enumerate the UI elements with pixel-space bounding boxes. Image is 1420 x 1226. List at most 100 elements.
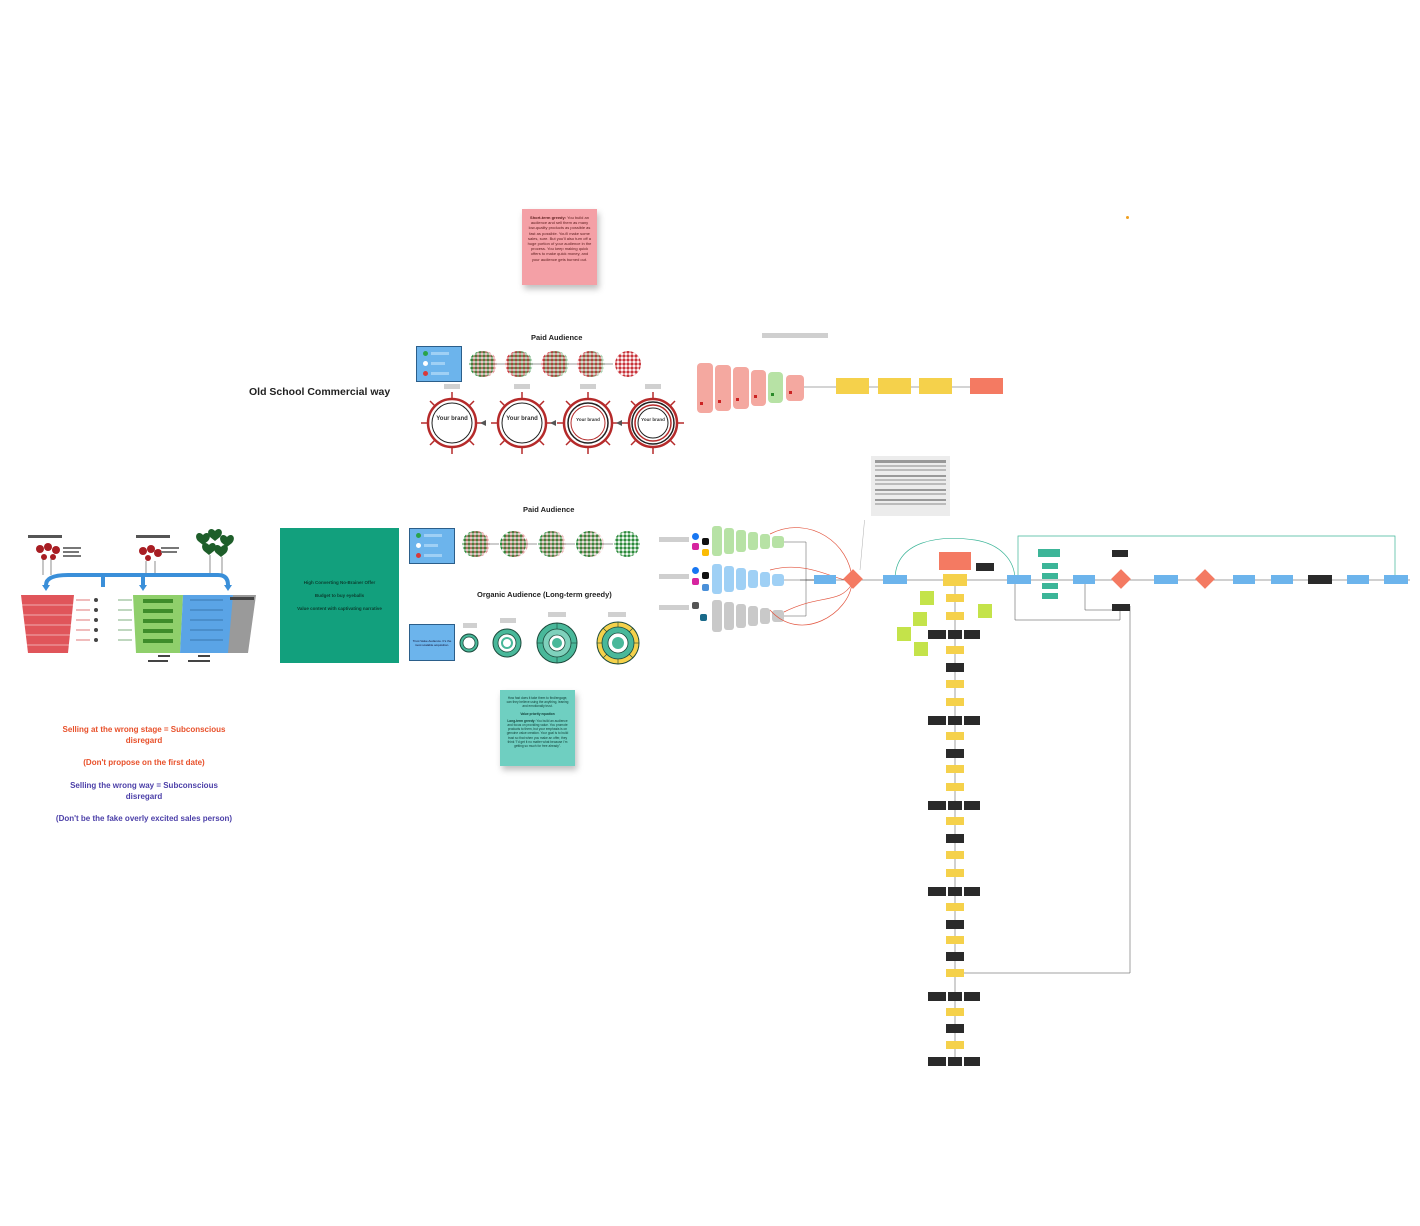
flow-step-blue[interactable] (814, 575, 836, 584)
msg-fake-sales: (Don't be the fake overly excited sales … (55, 814, 233, 823)
flow-step-yellow[interactable] (946, 817, 964, 825)
gray-note-panel (871, 456, 950, 516)
flow-step-yellow[interactable] (946, 851, 964, 859)
flow-step-yellow[interactable] (946, 1041, 964, 1049)
top-flow-step-2[interactable] (878, 378, 911, 394)
tiktok-icon (702, 538, 709, 545)
lime-note[interactable] (920, 591, 934, 605)
lime-note[interactable] (978, 604, 992, 618)
flow-step-black[interactable] (948, 801, 962, 810)
wheel-top-bar (444, 384, 460, 389)
flow-step-yellow[interactable] (946, 680, 964, 688)
flow-step-yellow[interactable] (946, 594, 964, 602)
flow-step-yellow[interactable] (946, 969, 964, 977)
flow-step-yellow[interactable] (946, 936, 964, 944)
channel-bar-3 (659, 605, 689, 610)
flow-step-black[interactable] (964, 992, 980, 1001)
flow-step-yellow[interactable] (946, 903, 964, 911)
sticky-teal-line1: How fast does it take them to find/engag… (506, 696, 569, 709)
organic-top-bar (548, 612, 566, 617)
top-flow-step-3[interactable] (919, 378, 952, 394)
lime-note[interactable] (914, 642, 928, 656)
flow-note-orange[interactable] (939, 552, 971, 570)
flow-step-green[interactable] (1042, 593, 1058, 599)
flow-step-yellow[interactable] (946, 612, 964, 620)
flow-step-blue[interactable] (1007, 575, 1031, 584)
flow-step-blue[interactable] (1073, 575, 1095, 584)
flow-step-black[interactable] (946, 1024, 964, 1033)
flow-step-black[interactable] (928, 1057, 946, 1066)
top-flow-step-1[interactable] (836, 378, 869, 394)
flow-step-blue[interactable] (1347, 575, 1369, 584)
flow-step-yellow[interactable] (946, 1008, 964, 1016)
lime-note[interactable] (897, 627, 911, 641)
crowd-row-top (469, 351, 641, 377)
msg-wrong-way: Selling the wrong way = Subconscious dis… (70, 781, 218, 801)
flow-step-black[interactable] (946, 834, 964, 843)
sticky-teal-line2: Value priority equation (520, 711, 555, 716)
offer-line-2: Budget to buy eyeballs (314, 593, 365, 598)
organic-top-bar (608, 612, 626, 617)
flow-step-black[interactable] (948, 992, 962, 1001)
flow-step-black[interactable] (948, 630, 962, 639)
wheel-label-2: Your brand (506, 416, 538, 422)
flow-step-yellow[interactable] (946, 869, 964, 877)
flow-step-black[interactable] (948, 1057, 962, 1066)
flow-step-blue[interactable] (1154, 575, 1178, 584)
flow-step-black[interactable] (964, 630, 980, 639)
flow-step-blue[interactable] (1233, 575, 1255, 584)
facebook-icon (692, 533, 699, 540)
flow-step-black[interactable] (928, 716, 946, 725)
funnel-pills-top (697, 363, 804, 413)
flow-step-yellow[interactable] (943, 574, 967, 586)
google-ads-icon (702, 584, 709, 591)
flow-step-black[interactable] (964, 801, 980, 810)
flow-step-yellow[interactable] (946, 783, 964, 791)
flow-step-black[interactable] (946, 920, 964, 929)
lime-note[interactable] (913, 612, 927, 626)
flow-step-black[interactable] (964, 887, 980, 896)
flow-step-black[interactable] (928, 887, 946, 896)
brand-wheels-top (421, 392, 684, 454)
flow-step-green[interactable] (1042, 573, 1058, 579)
sticky-short-term-greedy[interactable]: Short-term greedy: You build an audience… (522, 209, 597, 285)
flow-step-yellow[interactable] (946, 732, 964, 740)
organic-rings (459, 621, 640, 665)
flow-step-green[interactable] (1042, 563, 1058, 569)
flow-step-blue[interactable] (1384, 575, 1408, 584)
sticky-long-term-greedy[interactable]: How fast does it take them to find/engag… (500, 690, 575, 766)
channel-pill-funnels (712, 526, 853, 632)
flow-step-yellow[interactable] (946, 765, 964, 773)
no-brainer-offer-box[interactable]: High Converting No-Brainer Offer Budget … (280, 528, 399, 663)
flow-step-black[interactable] (1112, 604, 1130, 611)
flow-step-black[interactable] (1308, 575, 1332, 584)
flow-step-black[interactable] (928, 801, 946, 810)
sticky-pink-text: You build an audience and sell them as m… (527, 215, 592, 262)
flow-step-black[interactable] (946, 749, 964, 758)
flow-step-blue[interactable] (1271, 575, 1293, 584)
flow-step-green[interactable] (1042, 583, 1058, 589)
flow-step-black[interactable] (1112, 550, 1128, 557)
wheel-label-4: Your brand (641, 417, 665, 422)
wheel-label-1: Your brand (436, 416, 468, 422)
flow-step-black[interactable] (928, 992, 946, 1001)
heading-organic-audience: Organic Audience (Long-term greedy) (477, 590, 612, 599)
flow-step-yellow[interactable] (946, 698, 964, 706)
flow-step-black[interactable] (964, 716, 980, 725)
flow-step-black[interactable] (964, 1057, 980, 1066)
flow-step-green[interactable] (1038, 549, 1060, 557)
flow-step-black[interactable] (976, 563, 994, 571)
flow-step-black[interactable] (948, 716, 962, 725)
flow-step-black[interactable] (928, 630, 946, 639)
top-flow-step-end[interactable] (970, 378, 1003, 394)
flow-step-black[interactable] (948, 887, 962, 896)
flow-step-blue[interactable] (883, 575, 907, 584)
flow-step-yellow[interactable] (946, 646, 964, 654)
audience-legend-panel-mid (409, 528, 455, 564)
flow-step-black[interactable] (946, 952, 964, 961)
flow-step-black[interactable] (946, 663, 964, 672)
msg-wrong-stage: Selling at the wrong stage = Subconsciou… (62, 725, 226, 745)
channel-bar-1 (659, 537, 689, 542)
trust-value-panel: Trust Value Audience. It's the most scal… (409, 624, 455, 661)
channel-bar-2 (659, 574, 689, 579)
